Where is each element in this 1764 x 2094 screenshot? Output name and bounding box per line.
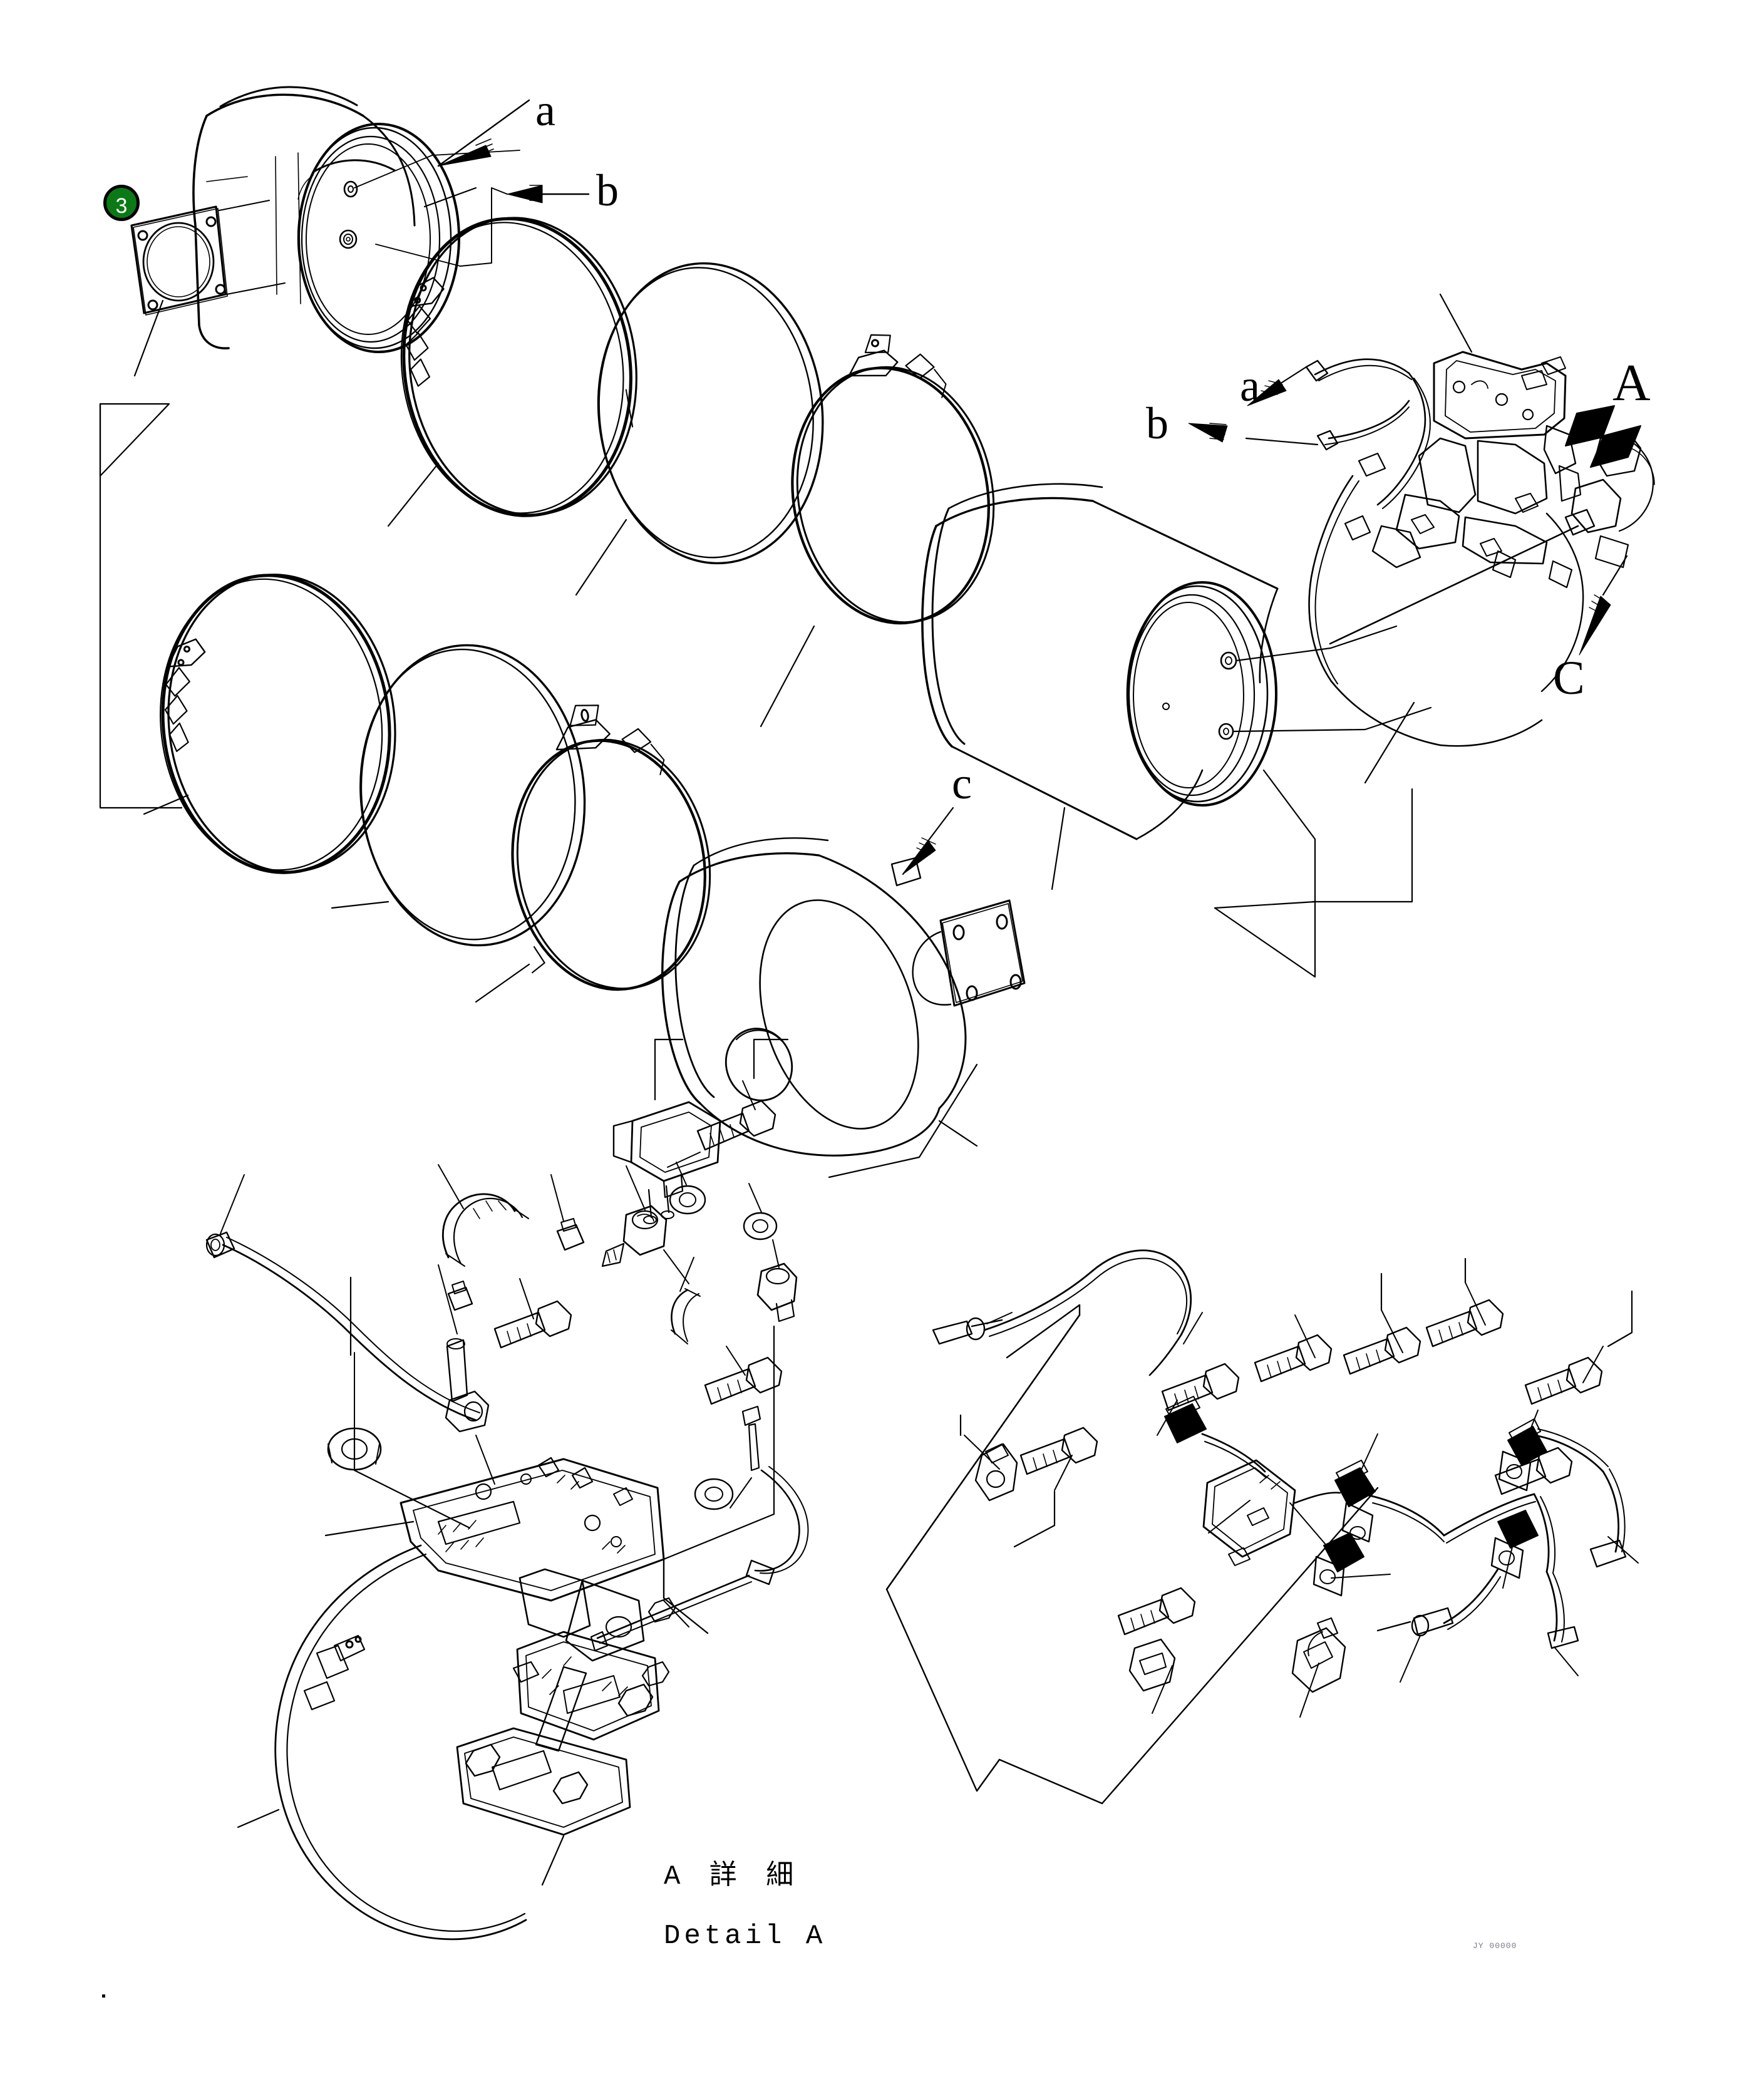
v-band-clamp-lower-left-art: [143, 562, 411, 886]
v-band-clamp-upper-art: [383, 203, 656, 530]
caption-english: Detail A: [664, 1921, 827, 1952]
detail-a-caption: A 詳 細 Detail A: [664, 1835, 826, 1979]
doser-control-module-art: [1305, 351, 1655, 747]
leader-arrow-a-right: [1247, 366, 1308, 406]
outlet-canister-art: [661, 837, 1026, 1157]
ref-label-b-upper: b: [596, 165, 619, 215]
leader-arrow-c-center: [902, 807, 954, 875]
v-band-clamp-middle-art: [791, 334, 995, 625]
sheet-watermark: JY 00000: [1473, 1941, 1517, 1951]
ref-label-A-right: A: [1612, 354, 1651, 412]
ref-label-C-right: C: [1553, 652, 1585, 704]
v-band-clamp-lower-right-art: [511, 704, 711, 991]
detail-a-band-strap: [274, 1544, 527, 1941]
ref-label-a-right: a: [1240, 361, 1260, 411]
detail-a-harness: [932, 1249, 1627, 1649]
detail-a-bracket-stack: [400, 1457, 676, 1836]
leader-arrow-b-upper: [375, 185, 590, 267]
caption-japanese: A 詳 細: [664, 1861, 800, 1892]
dpf-canister-main-art: [921, 483, 1279, 840]
ref-label-b-right: b: [1146, 398, 1168, 448]
ref-label-c-center: c: [952, 758, 972, 808]
callout-badge-3[interactable]: 3: [103, 185, 140, 221]
detail-a-left-parts: [205, 1100, 809, 1652]
print-speck: [102, 1994, 105, 1998]
ref-label-a-upper: a: [535, 85, 555, 135]
leader-arrow-A-bold: [1565, 405, 1641, 468]
leader-arrow-b-right: [1188, 423, 1319, 446]
leader-arrow-C-right: [1579, 555, 1628, 656]
detail-a-right-fasteners: [974, 1299, 1603, 1693]
leader-arrow-a-upper: [437, 99, 530, 167]
